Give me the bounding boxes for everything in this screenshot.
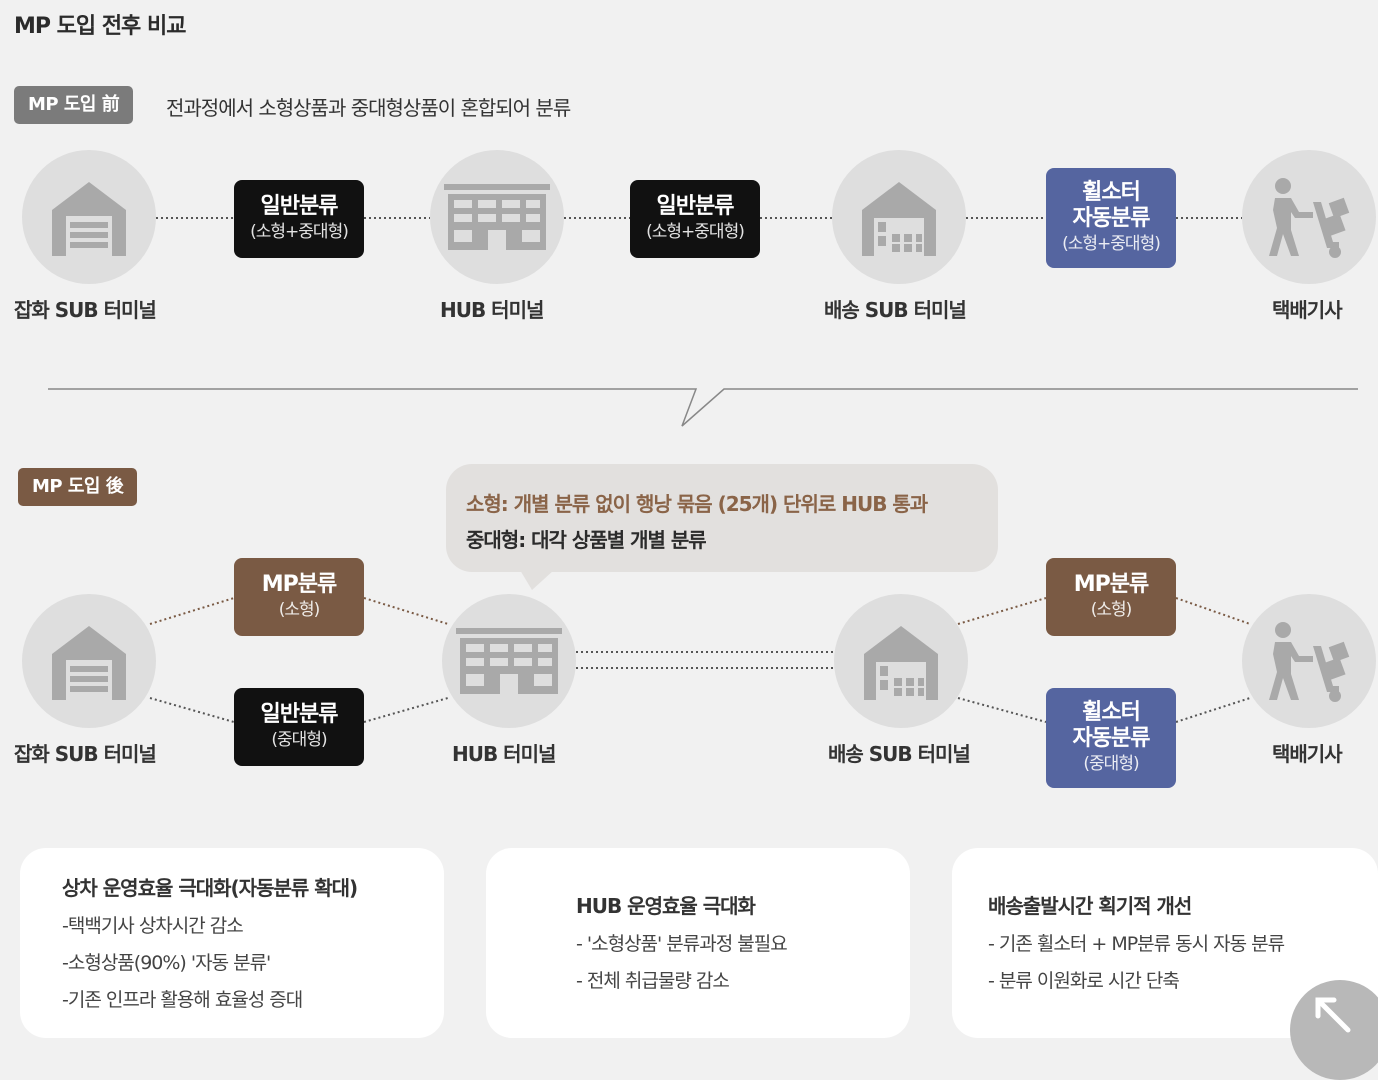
panel-item: - 기존 휠소터 + MP분류 동시 자동 분류 [988, 933, 1285, 955]
connector-lines [48, 217, 1358, 723]
box-title: MP분류 [1073, 572, 1149, 597]
panel-title: HUB 운영효율 극대화 [576, 894, 756, 918]
warehouse-garage-icon [52, 182, 126, 256]
before-node-sub-delivery [832, 150, 966, 284]
after-general-sort-box: 일반분류 (중대형) [234, 688, 364, 766]
after-node-hub [442, 594, 576, 728]
before-general-sort-box-2: 일반분류 (소형+중대형) [630, 180, 760, 258]
after-mp-sort-box-2: MP분류 (소형) [1046, 558, 1176, 636]
before-label-courier: 택배기사 [1272, 298, 1343, 322]
box-title: MP분류 [261, 572, 337, 597]
after-callout-bubble: 소형: 개별 분류 없이 행낭 묶음 (25개) 단위로 HUB 통과 중대형:… [446, 464, 998, 572]
page-title: MP 도입 전후 비교 [14, 14, 186, 39]
before-node-hub [430, 150, 564, 284]
courier-handtruck-icon [1269, 178, 1350, 258]
callout-tail [520, 570, 554, 590]
box-title: 일반분류 [260, 194, 339, 219]
after-label-sub-delivery: 배송 SUB 터미널 [828, 742, 971, 766]
distribution-warehouse-icon [862, 182, 936, 256]
courier-handtruck-icon [1269, 622, 1350, 702]
box-title: 일반분류 [260, 702, 339, 727]
before-label-hub: HUB 터미널 [440, 298, 544, 322]
after-node-sub-collect [22, 594, 156, 728]
box-title: 휠소터 자동분류 [1072, 180, 1151, 231]
callout-large-line: 중대형: 대각 상품별 개별 분류 [466, 528, 707, 552]
before-wheel-sorter-box: 휠소터 자동분류 (소형+중대형) [1046, 168, 1176, 268]
panel-item: -택백기사 상차시간 감소 [62, 915, 244, 937]
after-wheel-sorter-box: 휠소터 자동분류 (중대형) [1046, 688, 1176, 788]
before-label-sub-delivery: 배송 SUB 터미널 [824, 298, 967, 322]
box-subtitle: (소형) [278, 600, 321, 620]
before-tag: MP 도입 前 [14, 86, 134, 124]
box-subtitle: (소형+중대형) [250, 222, 349, 242]
after-label-hub: HUB 터미널 [452, 742, 556, 766]
after-tag: MP 도입 後 [18, 468, 138, 506]
box-subtitle: (소형+중대형) [1062, 234, 1161, 254]
resize-arrow-icon [1315, 997, 1351, 1033]
before-node-courier [1242, 150, 1376, 284]
after-node-courier [1242, 594, 1376, 728]
panel-item: - 전체 취급물량 감소 [576, 970, 730, 992]
before-description: 전과정에서 소형상품과 중대형상품이 혼합되어 분류 [166, 96, 571, 120]
panel-item: -소형상품(90%) '자동 분류' [62, 952, 271, 974]
hub-building-icon [444, 184, 550, 250]
before-general-sort-box-1: 일반분류 (소형+중대형) [234, 180, 364, 258]
box-title: 일반분류 [656, 194, 735, 219]
before-label-sub-collect: 잡화 SUB 터미널 [14, 298, 157, 322]
panel-item: - 분류 이원화로 시간 단축 [988, 970, 1180, 992]
after-node-sub-delivery [834, 594, 968, 728]
panel-title: 배송출발시간 획기적 개선 [988, 894, 1192, 918]
box-subtitle: (소형+중대형) [646, 222, 745, 242]
box-subtitle: (중대형) [1083, 754, 1139, 774]
warehouse-garage-icon [52, 626, 126, 700]
panel-item: -기존 인프라 활용해 효율성 증대 [62, 989, 303, 1011]
box-title: 휠소터 자동분류 [1072, 700, 1151, 751]
callout-small-line: 소형: 개별 분류 없이 행낭 묶음 (25개) 단위로 HUB 통과 [466, 492, 928, 516]
before-node-sub-collect [22, 150, 156, 284]
hub-building-icon [456, 628, 562, 694]
after-label-courier: 택배기사 [1272, 742, 1343, 766]
after-mp-sort-box-1: MP분류 (소형) [234, 558, 364, 636]
box-subtitle: (소형) [1090, 600, 1133, 620]
after-label-sub-collect: 잡화 SUB 터미널 [14, 742, 157, 766]
distribution-warehouse-icon [864, 626, 938, 700]
panel-item: - '소형상품' 분류과정 불필요 [576, 933, 788, 955]
box-subtitle: (중대형) [271, 730, 327, 750]
panel-title: 상차 운영효율 극대화(자동분류 확대) [62, 876, 358, 900]
expand-button[interactable] [1290, 980, 1378, 1080]
benefit-panel-hub: HUB 운영효율 극대화 - '소형상품' 분류과정 불필요 - 전체 취급물량… [486, 848, 910, 1038]
benefit-panel-loading: 상차 운영효율 극대화(자동분류 확대) -택백기사 상차시간 감소 -소형상품… [20, 848, 444, 1038]
